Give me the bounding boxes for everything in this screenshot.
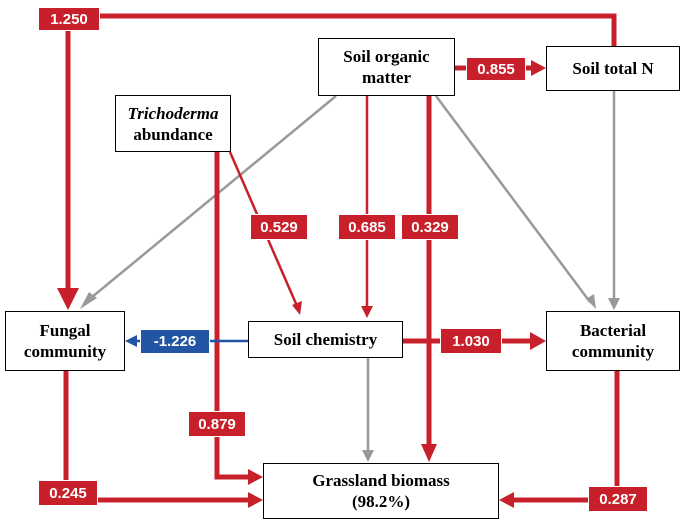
node-soil-organic-matter: Soil organic matter — [318, 38, 455, 96]
arrowhead-tricho-to-chem — [292, 301, 302, 315]
node-soil-chemistry: Soil chemistry — [248, 321, 403, 358]
node-bacterial-line2: community — [571, 342, 655, 361]
path-som-to-fungal — [85, 95, 337, 303]
arrowhead-som-to-fungal — [80, 292, 97, 309]
node-fungal-community: Fungal community — [5, 311, 125, 371]
coef-som-to-soiln: 0.855 — [466, 57, 526, 81]
arrowhead-fungal-to-grassland — [248, 492, 263, 508]
path-soiln-to-fungal — [65, 13, 617, 295]
path-som-to-bacterial — [434, 95, 592, 303]
node-fungal-line2: community — [23, 342, 107, 361]
arrowhead-chem-to-bacterial — [530, 332, 546, 350]
arrowhead-som-to-soiln — [531, 60, 546, 76]
coef-som-to-chem: 0.685 — [338, 214, 396, 240]
arrowhead-chem-to-fungal — [125, 335, 137, 347]
coef-chem-to-bacterial: 1.030 — [440, 328, 502, 354]
arrowhead-bacterial-to-grassland — [499, 492, 514, 508]
node-trichoderma-line1: Trichoderma — [127, 103, 219, 123]
nonsig-paths — [80, 91, 620, 462]
arrowhead-tricho-to-grassland — [248, 469, 263, 485]
node-grassland-line2: (98.2%) — [351, 492, 411, 511]
arrowhead-som-to-grassland — [421, 444, 437, 462]
coef-bacterial-to-grassland: 0.287 — [588, 486, 648, 512]
node-soil-chemistry-label: Soil chemistry — [273, 330, 378, 349]
path-tricho-to-grassland — [214, 152, 250, 480]
coef-som-to-grassland: 0.329 — [401, 214, 459, 240]
node-fungal-line1: Fungal — [39, 321, 91, 340]
node-soil-total-n-label: Soil total N — [572, 59, 654, 78]
arrowhead-chem-to-grassland — [362, 450, 374, 462]
thin-positive-paths — [228, 96, 373, 318]
node-soil-organic-matter-line1: Soil organic — [343, 47, 430, 66]
coef-chem-to-fungal: -1.226 — [140, 329, 210, 354]
arrowhead-som-to-bacterial — [586, 294, 596, 309]
node-bacterial-community: Bacterial community — [546, 311, 680, 371]
coef-fungal-to-grassland: 0.245 — [38, 480, 98, 506]
coef-tricho-to-chem: 0.529 — [250, 214, 308, 240]
node-trichoderma-line2: abundance — [133, 124, 213, 144]
coef-soiln-to-fungal: 1.250 — [38, 7, 100, 31]
arrowhead-som-to-chem — [361, 306, 373, 318]
node-grassland-line1: Grassland biomass — [312, 471, 450, 490]
node-bacterial-line1: Bacterial — [579, 321, 647, 340]
path-bacterial-to-grassland — [512, 371, 620, 503]
node-grassland-biomass: Grassland biomass (98.2%) — [263, 463, 499, 519]
node-soil-total-n: Soil total N — [546, 46, 680, 91]
node-trichoderma-abundance: Trichoderma abundance — [115, 95, 231, 152]
node-soil-organic-matter-line2: matter — [361, 68, 412, 87]
coef-tricho-to-grassland: 0.879 — [188, 411, 246, 437]
arrowhead-soiln-to-bacterial — [608, 298, 620, 310]
arrowhead-soiln-to-fungal — [57, 288, 79, 310]
